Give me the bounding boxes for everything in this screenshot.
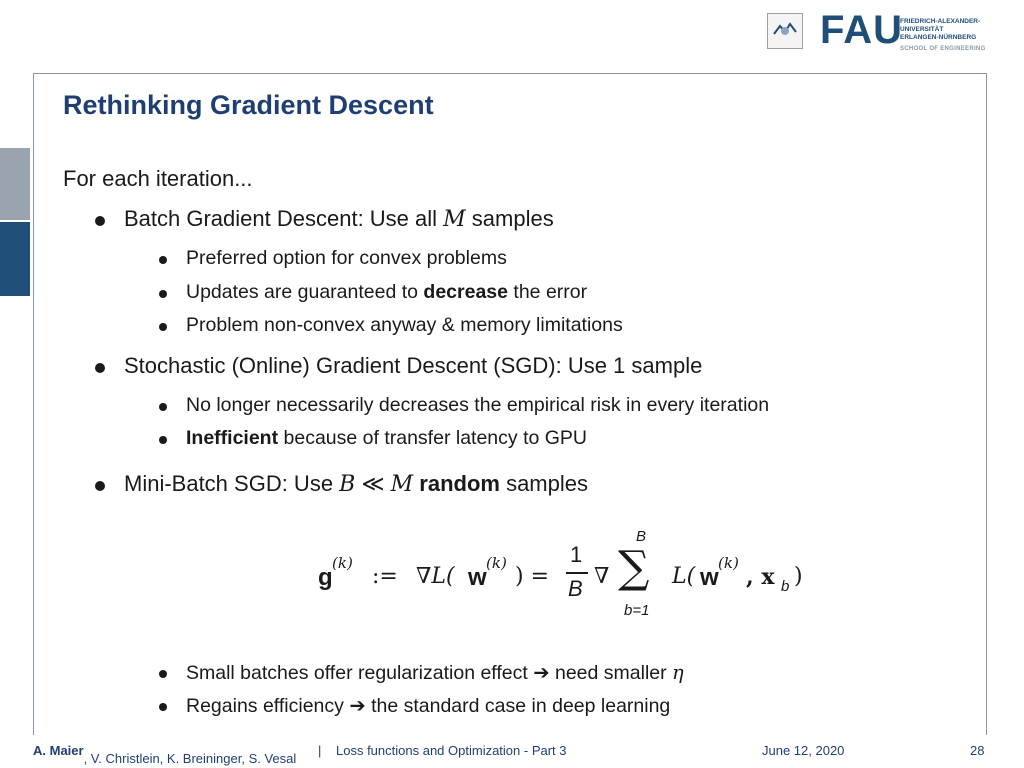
footer-separator: | [318, 743, 322, 758]
bullet-dot [159, 703, 167, 711]
bullet-minibatch: Mini-Batch SGD: Use B ≪ M random samples [95, 471, 588, 497]
intro-text: For each iteration... [63, 166, 253, 191]
university-name: FRIEDRICH-ALEXANDER- UNIVERSITÄT ERLANGE… [900, 18, 981, 41]
bullet-batch: Batch Gradient Descent: Use all M sample… [95, 206, 554, 232]
school-name: SCHOOL OF ENGINEERING [900, 46, 986, 52]
footer: A. Maier, V. Christlein, K. Breininger, … [0, 735, 1024, 768]
bullet-sgd: Stochastic (Online) Gradient Descent (SG… [95, 353, 702, 379]
bullet-dot [95, 363, 105, 373]
emblem-icon [767, 13, 803, 49]
subbullet-inefficient: Inefficient because of transfer latency … [159, 427, 587, 450]
slide-frame [33, 73, 987, 735]
bullet-dot [95, 481, 105, 491]
bullet-dot [159, 323, 167, 331]
fraction-bar [566, 572, 588, 574]
footer-lecture: Loss functions and Optimization - Part 3 [336, 743, 567, 758]
subbullet-empirical-risk: No longer necessarily decreases the empi… [159, 394, 769, 417]
bullet-dot [95, 216, 105, 226]
subbullet-decrease: Updates are guaranteed to decrease the e… [159, 281, 587, 304]
side-tab-upper [0, 148, 30, 220]
subbullet-efficiency: Regains efficiency ➔ the standard case i… [159, 694, 670, 718]
footer-page-number: 28 [970, 743, 985, 758]
bullet-dot [159, 403, 167, 411]
slide-title: Rethinking Gradient Descent [63, 90, 434, 120]
bullet-dot [159, 256, 167, 264]
bullet-dot [159, 290, 167, 298]
footer-date: June 12, 2020 [762, 743, 845, 758]
subbullet-regularization: Small batches offer regularization effec… [159, 661, 684, 685]
subbullet-nonconvex: Problem non-convex anyway & memory limit… [159, 314, 623, 337]
bullet-dot [159, 670, 167, 678]
footer-authors: A. Maier, V. Christlein, K. Breininger, … [33, 743, 297, 766]
fau-logo: FAU [820, 8, 903, 52]
side-tab-lower [0, 222, 30, 296]
gradient-formula: g (k) := ∇L( w (k) ) = 1 B ∇ ∑ B b=1 L( … [318, 528, 803, 619]
subbullet-convex: Preferred option for convex problems [159, 247, 507, 270]
bullet-dot [159, 436, 167, 444]
